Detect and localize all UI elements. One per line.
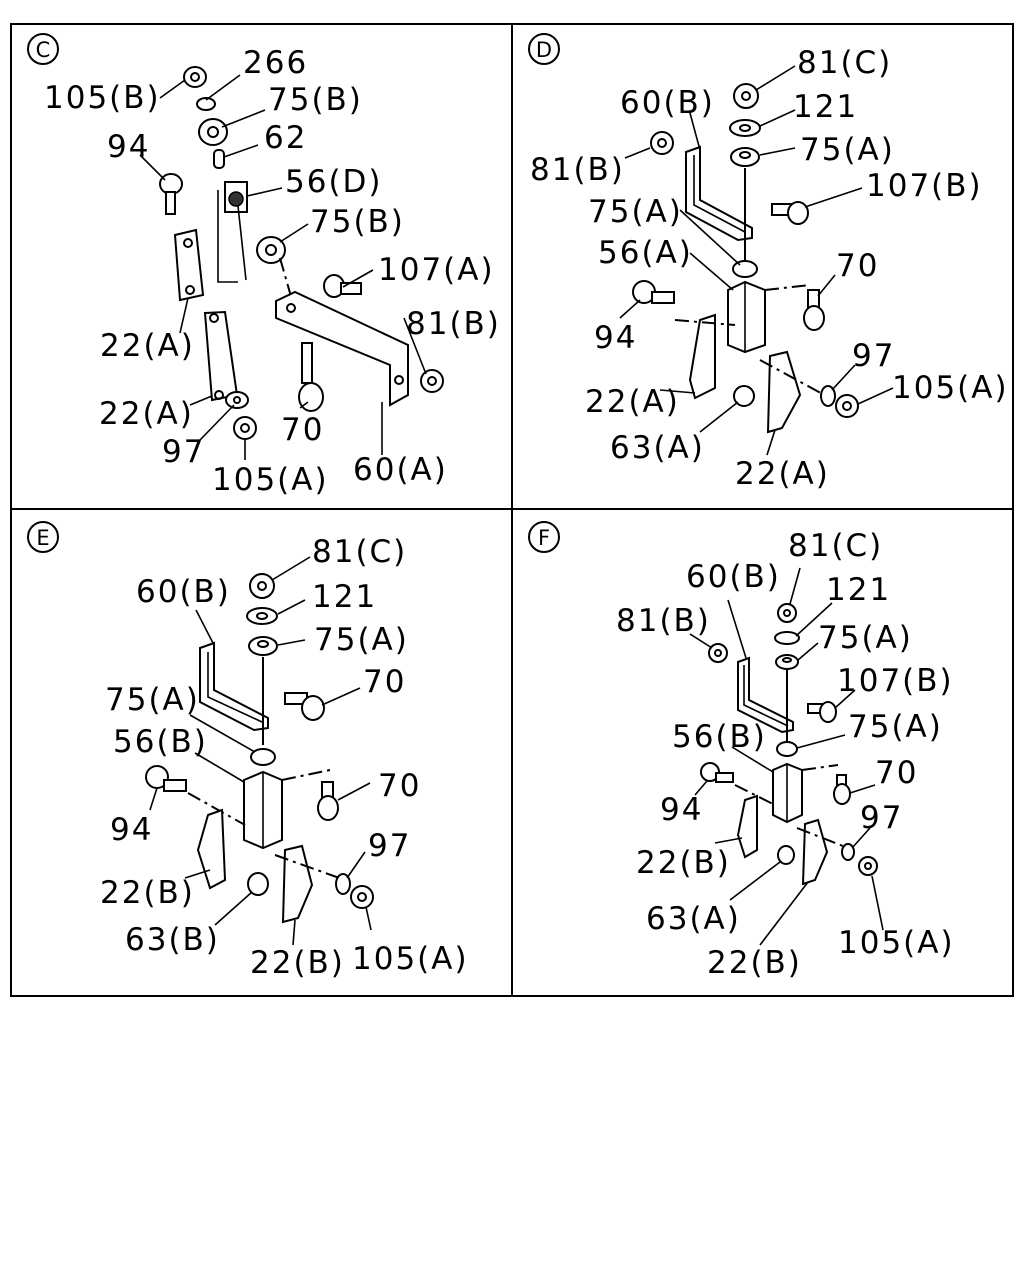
panel-c-label: 94 [107, 129, 150, 165]
panel-f-label: 60(B) [686, 559, 781, 595]
panel-d-label: 105(A) [892, 370, 1009, 406]
panel-e-label: 22(B) [250, 945, 345, 981]
panel-f-label: 81(B) [616, 603, 711, 639]
panel-f-label: 22(B) [707, 945, 802, 981]
panel-e-label: 121 [312, 579, 377, 615]
panel-e-letter-icon: E [27, 521, 59, 553]
panel-f-label: 105(A) [838, 925, 955, 961]
svg-text:F: F [538, 526, 550, 550]
panel-f-label: 81(C) [788, 528, 883, 564]
panel-e-label: 60(B) [136, 574, 231, 610]
panel-d-label: 63(A) [610, 430, 705, 466]
panel-d-label: 107(B) [866, 168, 983, 204]
panel-e-label: 75(A) [314, 622, 409, 658]
panel-e-label: 56(B) [113, 724, 208, 760]
panel-c-label: 75(B) [268, 82, 363, 118]
panel-d-label: 81(C) [797, 45, 892, 81]
panel-f-label: 121 [826, 572, 891, 608]
panel-d-label: 22(A) [735, 456, 830, 492]
panel-c-label: 105(B) [44, 80, 161, 116]
panel-f-label: 97 [860, 800, 903, 836]
panel-d-label: 75(A) [588, 194, 683, 230]
panel-d-label: 97 [852, 338, 895, 374]
panel-c-label: 75(B) [310, 204, 405, 240]
panel-d-label: 81(B) [530, 152, 625, 188]
panel-d-label: 56(A) [598, 235, 693, 271]
panel-f-parts [700, 603, 878, 886]
panel-d-label: 121 [793, 89, 858, 125]
panel-d-label: 22(A) [585, 384, 680, 420]
panel-f-label: 94 [660, 792, 703, 828]
panel-c-letter-icon: C [27, 33, 59, 65]
panel-e-label: 22(B) [100, 875, 195, 911]
svg-text:C: C [36, 38, 51, 62]
panel-c-label: 60(A) [353, 452, 448, 488]
panel-d-label: 60(B) [620, 85, 715, 121]
panel-c-label: 81(B) [406, 306, 501, 342]
panel-f-leaders [689, 567, 884, 946]
panel-c-label: 22(A) [100, 328, 195, 364]
panel-e-label: 70 [363, 664, 406, 700]
panel-e-parts [145, 573, 374, 924]
panel-f-label: 56(B) [672, 719, 767, 755]
panel-d-label: 75(A) [800, 132, 895, 168]
panel-c-label: 105(A) [212, 462, 329, 498]
panel-c-label: 62 [264, 120, 307, 156]
panel-e-leaders [149, 556, 372, 946]
panel-e-label: 81(C) [312, 534, 407, 570]
panel-c-label: 266 [243, 45, 308, 81]
svg-text:D: D [536, 38, 552, 62]
panel-f-label: 75(A) [818, 620, 913, 656]
panel-e-label: 63(B) [125, 922, 220, 958]
panel-d: D [528, 33, 1009, 492]
panel-f-label: 63(A) [646, 901, 741, 937]
panel-e-label: 70 [378, 768, 421, 804]
panel-d-letter-icon: D [528, 33, 560, 65]
panel-c-label: 97 [162, 434, 205, 470]
panel-e-label: 105(A) [352, 941, 469, 977]
panel-d-label: 94 [594, 320, 637, 356]
panel-c-parts [159, 66, 444, 440]
panel-e: E [27, 521, 469, 981]
panel-d-parts [632, 83, 859, 434]
panel-e-label: 94 [110, 812, 153, 848]
panel-c-leaders [139, 74, 427, 460]
panel-d-label: 70 [836, 248, 879, 284]
panel-f-label: 75(A) [848, 709, 943, 745]
panel-d-leaders [619, 65, 894, 456]
panel-c: C [27, 33, 501, 498]
panel-e-label: 97 [368, 828, 411, 864]
panel-f-letter-icon: F [528, 521, 560, 553]
panel-c-label: 70 [281, 412, 324, 448]
panel-f-label: 107(B) [837, 663, 954, 699]
panel-e-label: 75(A) [105, 682, 200, 718]
panel-f-label: 22(B) [636, 845, 731, 881]
panel-f-label: 70 [875, 755, 918, 791]
panel-c-label: 22(A) [99, 396, 194, 432]
svg-text:E: E [36, 526, 49, 550]
panel-c-label: 107(A) [378, 252, 495, 288]
panel-grid [10, 23, 1014, 997]
panel-c-label: 56(D) [285, 164, 383, 200]
panel-f: F [528, 521, 955, 981]
